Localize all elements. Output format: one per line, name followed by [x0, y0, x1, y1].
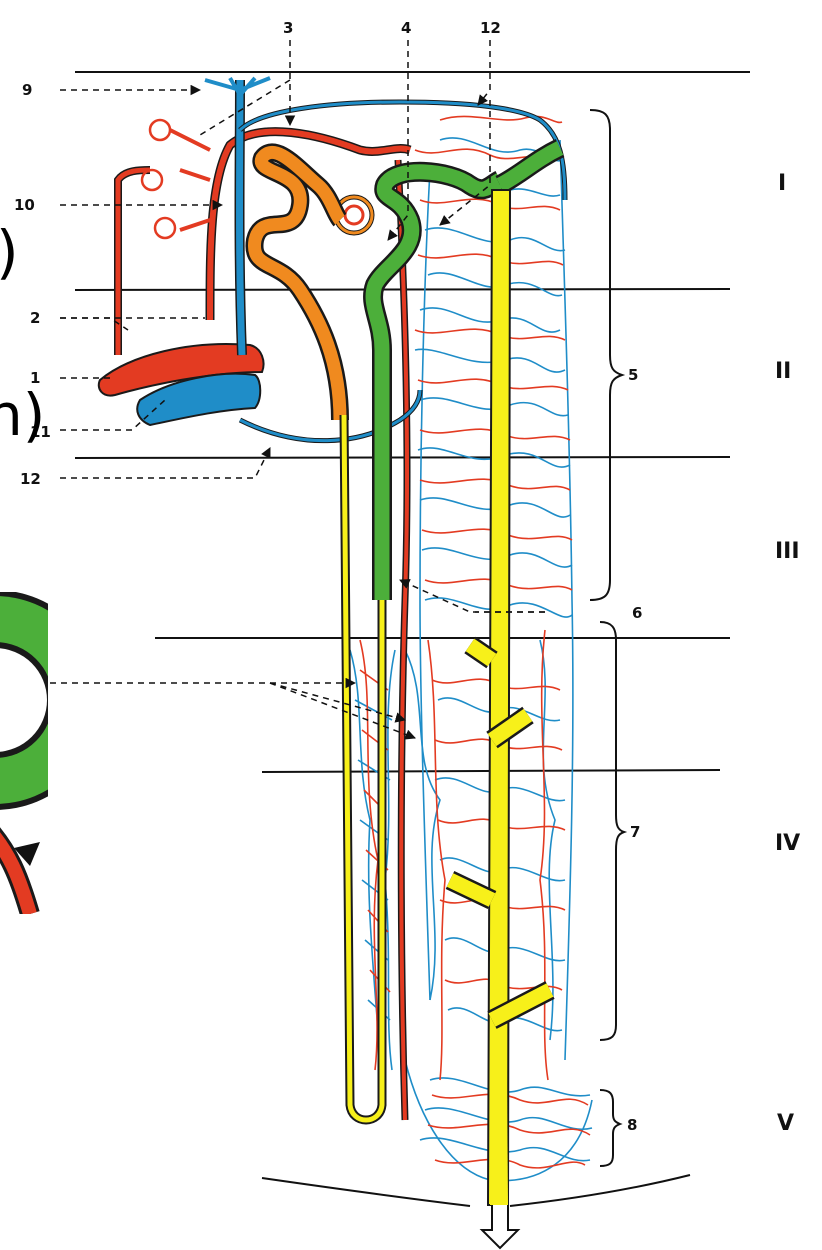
brace-7	[600, 622, 624, 1040]
slide-fragments: ) n)	[0, 218, 45, 449]
label-4: 4	[401, 19, 411, 37]
zone-label-2: II	[775, 359, 791, 384]
label-10: 10	[14, 196, 35, 214]
brace-8	[600, 1090, 620, 1166]
collecting-duct	[450, 190, 550, 1205]
arteries	[99, 130, 410, 1120]
zone-label-1: I	[778, 171, 786, 196]
label-2: 2	[30, 309, 40, 327]
label-12-top: 12	[480, 19, 501, 37]
label-8: 8	[627, 1116, 637, 1134]
brace-5	[590, 110, 622, 600]
proximal-tubule	[254, 152, 340, 420]
papilla-outline	[262, 1175, 690, 1206]
label-6: 6	[632, 604, 642, 622]
inset-zoom-image	[0, 590, 105, 914]
zone-labels: I II III IV V	[775, 171, 800, 1136]
label-3: 3	[283, 19, 293, 37]
zone-label-4: IV	[775, 831, 800, 856]
label-12-bottom: 12	[20, 470, 41, 488]
label-5: 5	[628, 366, 638, 384]
urine-outflow-arrow	[482, 1205, 518, 1248]
label-7: 7	[630, 823, 640, 841]
boundary-line	[75, 457, 730, 458]
fragment-text-2: n)	[0, 381, 45, 449]
zone-label-5: V	[777, 1111, 794, 1136]
label-9: 9	[22, 81, 32, 99]
zone-label-3: III	[775, 539, 800, 564]
fragment-text-1: )	[0, 218, 19, 286]
